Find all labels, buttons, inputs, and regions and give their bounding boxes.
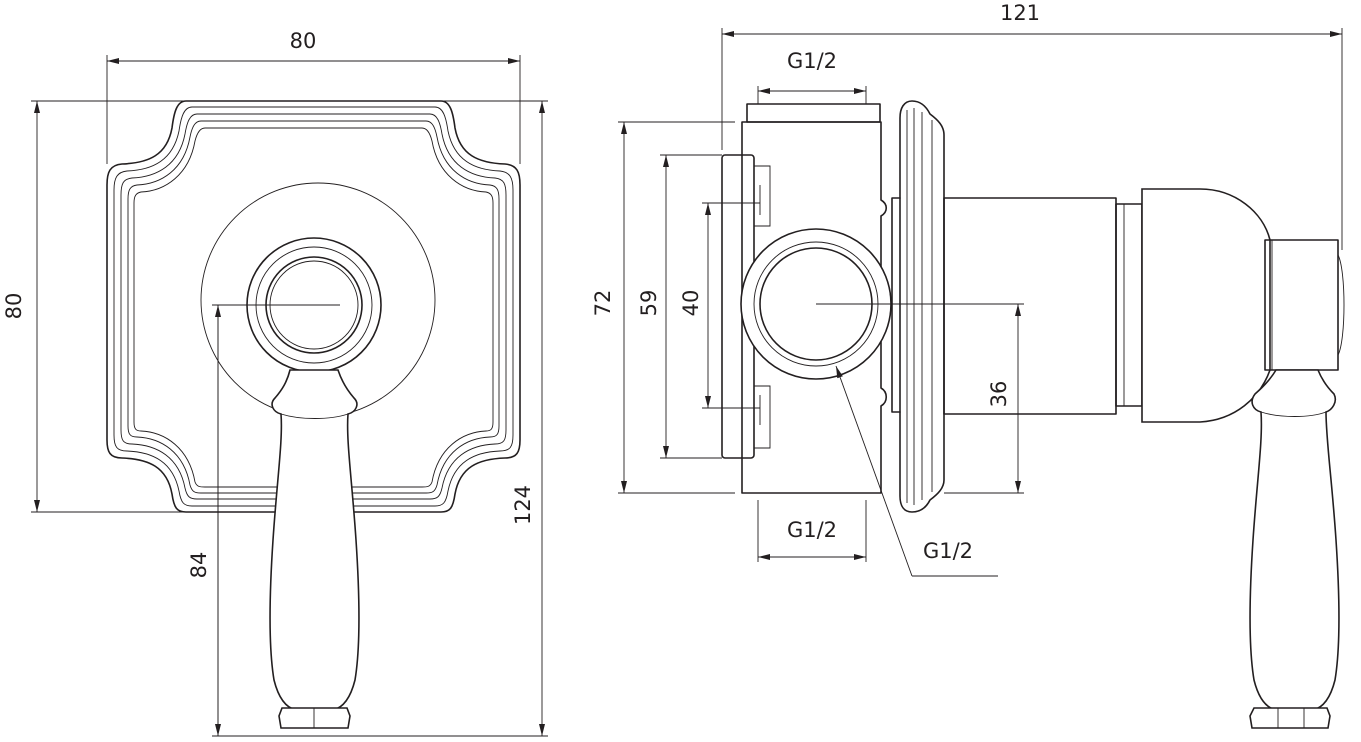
- plate-hub: [891, 197, 901, 413]
- plate-bevel-1: [113, 106, 514, 507]
- back-flange-lug-top: [754, 165, 771, 227]
- dim-top-g-label: G1/2: [787, 49, 837, 73]
- dim-side-g-leader: [835, 365, 913, 577]
- plate-bevel-3: [127, 120, 500, 494]
- handle-cap: [1264, 239, 1339, 371]
- side-lever-nut: [1249, 707, 1331, 729]
- dim-40-label: 40: [679, 290, 703, 317]
- plate-outline: [106, 100, 521, 513]
- lever-handle: [269, 369, 360, 711]
- valve-body: [741, 121, 888, 494]
- side-view: 121 G1/2 G1/2 G1/2 72 59 40 36: [591, 1, 1345, 729]
- top-connector: [746, 103, 881, 123]
- plate-profile: [899, 100, 945, 513]
- dim-height-label: 80: [2, 293, 26, 320]
- lever-collar-line: [280, 413, 349, 419]
- dim-72-label: 72: [591, 290, 615, 317]
- plate-bevel-4: [133, 127, 494, 488]
- dim-width-label: 80: [290, 29, 317, 53]
- dim-124-label: 124: [511, 485, 535, 525]
- dim-121-label: 121: [1000, 1, 1040, 25]
- front-view: 80 80 84 124: [2, 29, 548, 737]
- dim-59-label: 59: [637, 290, 661, 317]
- sleeve-collar: [1115, 203, 1143, 407]
- dim-side-g-label: G1/2: [923, 539, 973, 563]
- side-lever-collar-line: [1260, 411, 1327, 417]
- dim-84-label: 84: [187, 552, 211, 579]
- side-lever: [1249, 369, 1340, 711]
- dim-bottom-g-label: G1/2: [787, 518, 837, 542]
- lever-nut: [278, 707, 351, 729]
- handle-head: [1141, 188, 1271, 423]
- spindle-sleeve: [943, 197, 1117, 415]
- dim-36-label: 36: [987, 381, 1011, 408]
- back-flange-lug-bottom: [754, 385, 771, 449]
- handle-cap-end: [1337, 254, 1345, 356]
- plate-bevel-2: [120, 113, 507, 500]
